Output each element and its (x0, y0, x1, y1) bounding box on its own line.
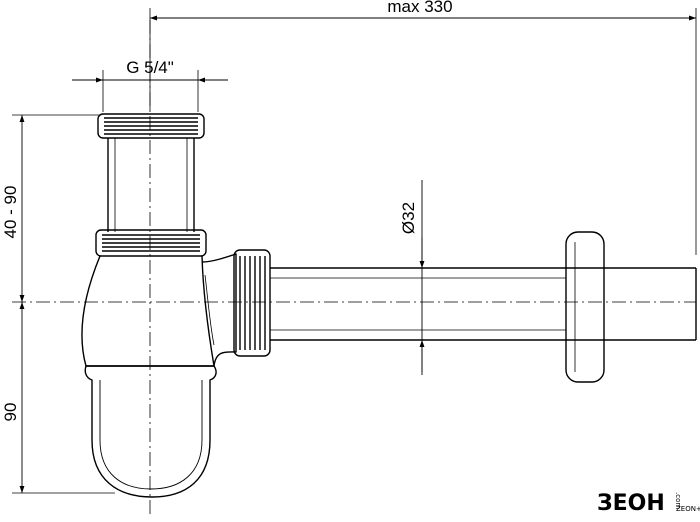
watermark-logo: ЗЕОН .com ZEON+ (597, 491, 700, 516)
top-nut (97, 113, 205, 139)
watermark-brand: ЗЕОН (597, 491, 665, 516)
dim-text-trap-depth: 90 (1, 403, 20, 422)
wall-rosette (565, 231, 605, 383)
siphon-body (81, 113, 697, 498)
dim-text-pipe-diameter: Ø32 (399, 202, 418, 234)
extension-lines (12, 8, 697, 494)
dim-text-height-adjust: 40 - 90 (1, 186, 20, 239)
lower-cup (84, 365, 217, 498)
outlet-nut (233, 249, 271, 357)
dim-text-max-length: max 330 (387, 0, 452, 16)
middle-nut (95, 229, 207, 257)
outlet-elbow (201, 253, 237, 367)
watermark-sub-top: .com (674, 492, 682, 509)
watermark-sub-bottom: ZEON+ (676, 505, 700, 513)
bottle-shoulder (81, 255, 215, 367)
dim-text-thread: G 5/4" (126, 58, 174, 77)
dimension-lines (19, 15, 696, 493)
